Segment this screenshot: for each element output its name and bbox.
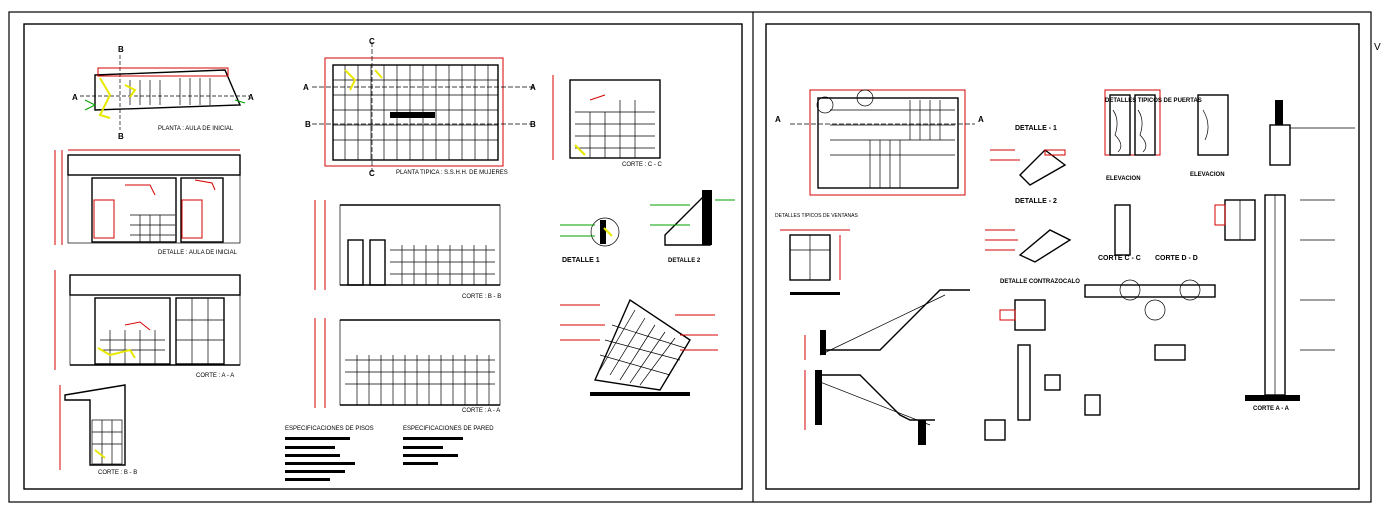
window-details [1084,199,1256,361]
plan-aula-inicial [80,55,250,130]
plan-sshh [312,42,535,172]
cut-bb-sshh [314,200,501,290]
detalle-contrazocalo-title: DETALLE CONTRAZOCALO [1000,279,1080,285]
cut-dd-right-title: CORTE D - D [1155,255,1198,262]
wall-specs-title: ESPECIFICACIONES DE PARED [403,426,494,432]
window-elevation [780,229,850,295]
section-marker-a-left: A [72,93,78,102]
cut-aa-small-title: CORTE : A - A [196,373,234,379]
sshh-marker-a-right: A [530,83,536,92]
detail-1-drawing [560,217,620,247]
elevation-aula-detail [54,149,241,245]
elevacion-2-title: ELEVACION [1190,172,1225,178]
cut-aa-right-title: CORTE A - A [1253,406,1290,412]
detail-title: DETALLE : AULA DE INICIAL [158,250,238,256]
door-details-title: DETALLES TIPICOS DE PUERTAS [1105,98,1202,104]
section-marker-b-bottom: B [118,132,124,141]
cut-aa-sshh [314,318,501,408]
right-marker-a-left: A [775,115,781,124]
cut-aa-title: CORTE : A - A [462,408,500,414]
sshh-marker-b-left: B [305,120,311,129]
detalle-1-title: DETALLE - 1 [1015,125,1057,132]
detail-1-label: DETALLE 1 [562,257,600,264]
cut-aa-aula [54,270,241,370]
window-details-title: DETALLES TIPICOS DE VENTANAS [775,213,858,219]
corner-mark: V [1374,42,1381,53]
cut-cc-title: CORTE : C - C [622,162,663,168]
detail-right-1 [990,149,1067,186]
iso-corner-detail [560,298,718,396]
detalle-2-title: DETALLE - 2 [1015,198,1057,205]
detail-2-drawing [650,190,735,246]
sshh-marker-c-bottom: C [369,169,375,178]
detail-right-2 [985,229,1072,263]
stair-section-1 [804,289,970,360]
cut-cc-right-title: CORTE C - C [1098,255,1141,262]
door-details [1104,89,1355,166]
sshh-plan-title: PLANTA TIPICA : S.S.H.H. DE MUJERES [396,170,508,176]
detail-2-label: DETALLE 2 [668,258,701,264]
elevacion-1-title: ELEVACION [1106,176,1141,182]
cut-bb-small-title: CORTE : B - B [98,470,137,476]
cut-bb-aula [59,384,126,470]
cut-aa-right [1245,194,1335,401]
stair-section-2 [804,370,935,445]
outer-frame [8,11,1372,503]
spec-text-lines [285,437,463,481]
cut-bb-title: CORTE : B - B [462,294,501,300]
plan-right [790,89,975,196]
section-marker-a-right: A [248,93,254,102]
plan-title: PLANTA : AULA DE INICIAL [158,126,234,132]
sshh-marker-c-top: C [369,37,375,46]
sshh-marker-a-left: A [303,83,309,92]
right-marker-a-right: A [978,115,984,124]
floor-specs-title: ESPECIFICACIONES DE PISOS [285,426,374,432]
sheet-right-frame [765,23,1360,490]
sshh-marker-b-right: B [530,120,536,129]
section-marker-b-top: B [118,45,124,54]
cut-cc [552,75,661,160]
sheet-left-frame [23,23,743,490]
detail-contrazocalo [984,299,1101,441]
